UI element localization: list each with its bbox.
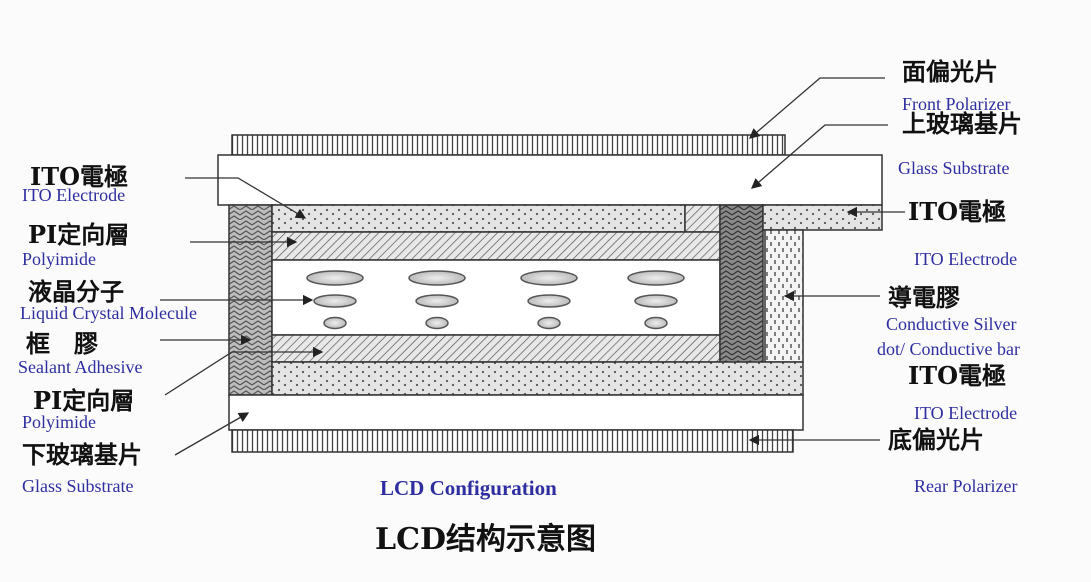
front-polarizer-zh: 面偏光片 <box>902 57 998 86</box>
rear-polarizer-en: Rear Polarizer <box>914 476 1017 496</box>
ito-bottom-en: ITO Electrode <box>914 403 1017 423</box>
front-polarizer-en: Front Polarizer <box>902 94 1010 114</box>
conductive-en-2: dot/ Conductive bar <box>877 339 1020 359</box>
right-sealant <box>719 204 764 366</box>
top-pi-corner <box>684 204 721 233</box>
leader-pi-bottom <box>164 346 324 396</box>
pi-bottom-en: Polyimide <box>22 412 96 432</box>
ito-left-zh: ITO電極 <box>30 162 128 191</box>
leader-front-polarizer <box>749 77 885 139</box>
liquid-crystal-molecule <box>527 294 571 308</box>
pi-top-zh: PI定向層 <box>28 220 129 249</box>
leader-ito-left <box>185 177 307 219</box>
bottom-pi-layer <box>271 334 721 363</box>
liquid-crystal-molecule <box>627 270 685 286</box>
diagram-title-en: LCD Configuration <box>380 476 557 500</box>
leader-bottom-glass <box>174 412 250 456</box>
liquid-crystal-molecule <box>644 316 668 330</box>
liquid-crystal-molecule <box>408 270 466 286</box>
conductive-zh: 導電膠 <box>888 283 960 312</box>
right-top-ito <box>762 204 883 231</box>
leader-lines <box>160 77 905 456</box>
liquid-crystal-molecule <box>520 270 578 286</box>
ito-top-en: ITO Electrode <box>914 249 1017 269</box>
rear-polarizer-layer <box>231 429 794 453</box>
conductive-en-1: Conductive Silver <box>886 314 1016 334</box>
lc-en: Liquid Crystal Molecule <box>20 303 197 323</box>
sealant-zh: 框 膠 <box>26 329 98 358</box>
lc-zh: 液晶分子 <box>28 277 124 306</box>
bottom-glass-en: Glass Substrate <box>22 476 134 496</box>
liquid-crystal-molecule <box>425 316 449 330</box>
bottom-ito-layer <box>271 361 804 396</box>
liquid-crystal-molecule <box>634 294 678 308</box>
liquid-crystal-molecule <box>537 316 561 330</box>
top-ito-layer <box>271 204 686 233</box>
ito-bottom-zh: ITO電極 <box>908 361 1006 390</box>
rear-polarizer-zh: 底偏光片 <box>888 425 984 454</box>
liquid-crystal-molecule <box>306 270 364 286</box>
bottom-glass-zh: 下玻璃基片 <box>22 440 142 469</box>
bottom-glass-layer <box>228 394 804 431</box>
liquid-crystal-molecule <box>415 294 459 308</box>
top-pi-layer <box>271 231 721 261</box>
sealant-en: Sealant Adhesive <box>18 357 142 377</box>
liquid-crystal-molecule <box>323 316 347 330</box>
pi-top-en: Polyimide <box>22 249 96 269</box>
liquid-crystal-molecule <box>313 294 357 308</box>
diagram-title-zh: LCD结构示意图 <box>375 522 596 557</box>
leader-top-glass <box>751 124 888 189</box>
top-glass-zh: 上玻璃基片 <box>902 109 1022 138</box>
front-polarizer-layer <box>231 134 786 156</box>
ito-left-en: ITO Electrode <box>22 185 125 205</box>
pi-bottom-zh: PI定向層 <box>33 386 134 415</box>
top-glass-layer <box>217 154 883 206</box>
ito-top-zh: ITO電極 <box>908 197 1006 226</box>
top-glass-en: Glass Substrate <box>898 158 1010 178</box>
